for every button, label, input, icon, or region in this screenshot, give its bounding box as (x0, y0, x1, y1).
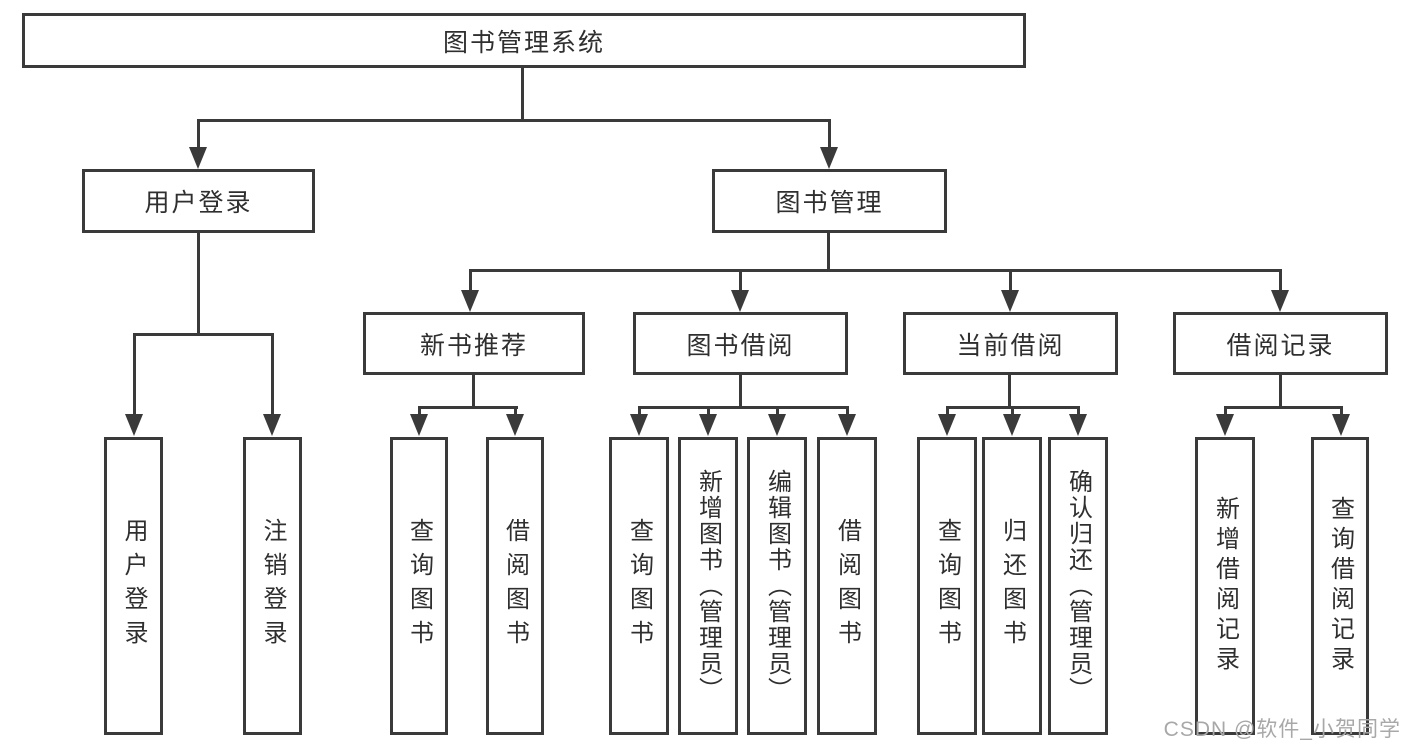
connector-vline (271, 333, 274, 415)
leaf-label: 归还图书 (998, 518, 1026, 654)
leaf-records-add-borrow-record: 新增借阅记录 (1195, 437, 1255, 735)
leaf-borrowing-add-books-admin: 新增图书（管理员） (678, 437, 738, 735)
node-label: 图书借阅 (686, 331, 795, 360)
connector-vline (1279, 269, 1282, 292)
leaf-label: 编辑图书（管理员） (763, 469, 791, 703)
arrowhead-down-icon (125, 414, 143, 436)
node-borrowing-records: 借阅记录 (1173, 312, 1388, 375)
node-label: 图书管理 (775, 189, 884, 217)
connector-vline (514, 406, 517, 418)
arrowhead-down-icon (768, 414, 786, 436)
node-label: 当前借阅 (956, 331, 1065, 360)
leaf-user-login: 用户登录 (104, 437, 163, 735)
leaf-records-query-borrow-record: 查询借阅记录 (1311, 437, 1369, 735)
connector-vline (1279, 375, 1282, 408)
node-new-book-recommend: 新书推荐 (363, 312, 585, 375)
leaf-label: 查询图书 (405, 518, 433, 654)
arrowhead-down-icon (1332, 414, 1350, 436)
arrowhead-down-icon (699, 414, 717, 436)
connector-hline (133, 333, 274, 336)
csdn-watermark: CSDN @软件_小贺同学 (1163, 718, 1401, 741)
connector-vline (1008, 375, 1011, 408)
leaf-label: 用户登录 (120, 518, 147, 654)
arrowhead-down-icon (1001, 290, 1019, 312)
leaf-label: 确认归还（管理员） (1064, 469, 1092, 703)
connector-vline (197, 119, 200, 150)
node-label: 图书管理系统 (442, 28, 605, 57)
connector-vline (133, 333, 136, 415)
connector-vline (521, 68, 524, 121)
node-current-borrowing: 当前借阅 (903, 312, 1118, 375)
leaf-recommend-query-books: 查询图书 (390, 437, 448, 735)
leaf-current-return-books: 归还图书 (982, 437, 1042, 735)
leaf-label: 查询图书 (625, 518, 653, 654)
node-book-management: 图书管理 (712, 169, 947, 233)
leaf-label: 借阅图书 (833, 518, 861, 654)
connector-vline (827, 233, 830, 271)
arrowhead-down-icon (820, 147, 838, 169)
connector-vline (739, 375, 742, 408)
arrowhead-down-icon (1216, 414, 1234, 436)
leaf-borrowing-borrow-books: 借阅图书 (817, 437, 877, 735)
connector-vline (1077, 406, 1080, 418)
leaf-label: 注销登录 (259, 518, 286, 654)
connector-vline (739, 269, 742, 292)
leaf-label: 借阅图书 (501, 518, 529, 654)
connector-vline (846, 406, 849, 418)
connector-vline (638, 406, 641, 418)
arrowhead-down-icon (461, 290, 479, 312)
node-label: 借阅记录 (1226, 331, 1335, 360)
arrowhead-down-icon (938, 414, 956, 436)
leaf-label: 查询图书 (933, 518, 961, 654)
connector-vline (776, 406, 779, 418)
connector-vline (1224, 406, 1227, 418)
connector-vline (1009, 269, 1012, 292)
connector-vline (1340, 406, 1343, 418)
connector-hline (638, 406, 849, 409)
leaf-label: 查询借阅记录 (1326, 496, 1354, 676)
connector-vline (197, 233, 200, 335)
connector-vline (469, 269, 472, 292)
arrowhead-down-icon (410, 414, 428, 436)
connector-vline (418, 406, 421, 418)
leaf-borrowing-edit-books-admin: 编辑图书（管理员） (747, 437, 807, 735)
leaf-current-query-books: 查询图书 (917, 437, 977, 735)
arrowhead-down-icon (1003, 414, 1021, 436)
leaf-logout-login: 注销登录 (243, 437, 302, 735)
node-user-login: 用户登录 (82, 169, 315, 233)
connector-vline (946, 406, 949, 418)
arrowhead-down-icon (263, 414, 281, 436)
connector-hline (469, 269, 1282, 272)
connector-vline (707, 406, 710, 418)
leaf-label: 新增图书（管理员） (694, 469, 722, 703)
arrowhead-down-icon (731, 290, 749, 312)
arrowhead-down-icon (1271, 290, 1289, 312)
connector-vline (828, 119, 831, 150)
node-book-borrowing: 图书借阅 (633, 312, 848, 375)
node-label: 用户登录 (144, 189, 253, 217)
connector-hline (1224, 406, 1343, 409)
arrowhead-down-icon (1069, 414, 1087, 436)
leaf-current-confirm-return-admin: 确认归还（管理员） (1048, 437, 1108, 735)
connector-hline (418, 406, 518, 409)
leaf-recommend-borrow-books: 借阅图书 (486, 437, 544, 735)
leaf-label: 新增借阅记录 (1211, 496, 1239, 676)
node-library-management-system: 图书管理系统 (22, 13, 1026, 68)
connector-hline (197, 119, 831, 122)
arrowhead-down-icon (838, 414, 856, 436)
connector-vline (472, 375, 475, 408)
leaf-borrowing-query-books: 查询图书 (609, 437, 669, 735)
arrowhead-down-icon (506, 414, 524, 436)
arrowhead-down-icon (189, 147, 207, 169)
connector-vline (1011, 406, 1014, 418)
arrowhead-down-icon (630, 414, 648, 436)
node-label: 新书推荐 (419, 331, 528, 360)
